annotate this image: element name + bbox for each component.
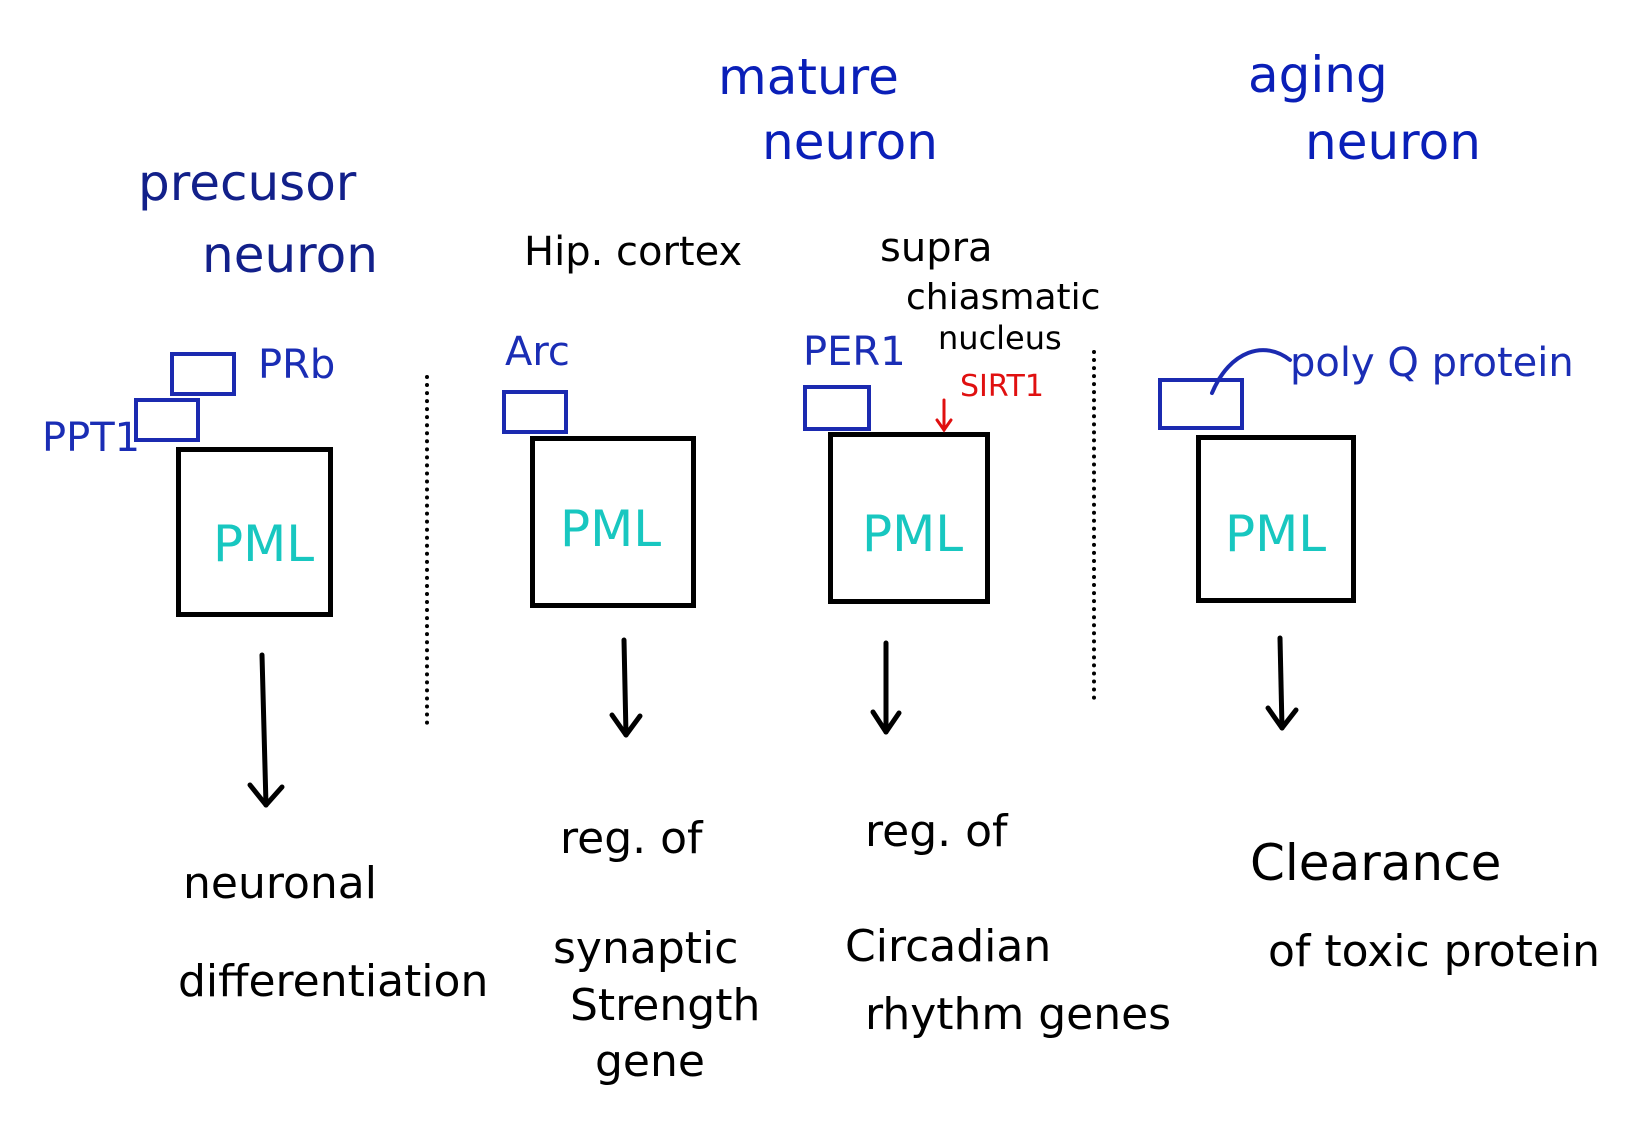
pml-label-aging: PML [1225,505,1327,563]
outcome-col3-line3: rhythm genes [865,989,1172,1040]
arc-box [502,390,568,434]
outcome-col3-line1: reg. of [865,806,1008,857]
polyq-connector [1210,348,1292,395]
label-per1: PER1 [803,329,906,375]
ppt1-box [134,398,200,442]
pml-box-scn [828,432,990,604]
region-supra: supra [880,225,993,271]
outcome-col4-line2: of toxic protein [1268,926,1601,977]
outcome-col4-line1: Clearance [1250,834,1502,892]
pml-box-hippocampus [530,436,696,608]
arrow-precursor [247,652,285,808]
pml-label-scn: PML [862,505,964,563]
header-aging-line1: aging [1248,46,1388,104]
arrow-aging [1265,635,1299,731]
outcome-col1-line2: differentiation [178,956,489,1007]
polyq-box [1158,378,1244,430]
arrow-hippocampus [609,637,643,738]
region-hip-cortex: Hip. cortex [524,229,743,275]
header-mature-line2: neuron [762,113,938,171]
outcome-col2-line2: synaptic [553,923,739,974]
sirt1-arrow [935,398,953,433]
outcome-col2-line4: gene [595,1036,705,1087]
pml-label-hippocampus: PML [560,500,662,558]
pml-label-precursor: PML [213,515,315,573]
sirt1-label: SIRT1 [960,369,1044,404]
per1-box [803,385,871,431]
outcome-col2-line1: reg. of [560,813,703,864]
outcome-col1-line1: neuronal [183,858,377,909]
arrow-scn [870,640,902,735]
header-aging-line2: neuron [1305,113,1481,171]
label-polyq: poly Q protein [1290,340,1574,386]
pml-box-precursor [176,447,333,617]
header-precursor-line2: neuron [202,226,378,284]
header-mature-line1: mature [718,48,899,106]
region-nucleus: nucleus [938,319,1062,357]
outcome-col3-line2: Circadian [845,921,1052,972]
header-precursor-line1: precusor [138,154,357,212]
label-prb: PRb [258,342,336,388]
pml-box-aging [1196,435,1356,603]
label-arc: Arc [505,329,570,375]
outcome-col2-line3: Strength [570,980,761,1031]
region-chiasmatic: chiasmatic [906,277,1101,318]
divider-left [425,375,429,725]
label-ppt1: PPT1 [42,415,141,461]
divider-right [1092,350,1096,700]
prb-box [170,352,236,396]
